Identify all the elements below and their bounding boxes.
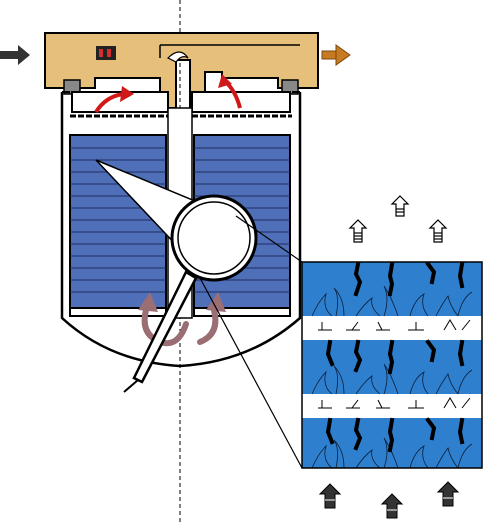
filter-element-left	[69, 134, 167, 311]
magnifier-icon	[123, 194, 258, 393]
flow-arrowhead-left	[120, 86, 134, 102]
inflow-up-arrow-icon	[380, 493, 404, 519]
inlet-arrow-icon	[0, 45, 30, 65]
filter-bowl	[60, 92, 302, 368]
outlet-arrow-icon	[321, 44, 351, 66]
flow-up-arrow-icon	[348, 219, 368, 243]
media-panel-border	[301, 261, 483, 469]
check-flap-icon	[166, 51, 189, 63]
flow-up-arrow-icon	[390, 195, 410, 217]
bottom-cap-right	[193, 307, 291, 317]
inflow-up-arrow-icon	[436, 481, 460, 507]
valve-block	[96, 46, 116, 60]
projection-line-bottom	[199, 277, 303, 469]
media-detail-panel	[302, 262, 482, 468]
inflow-up-arrow-icon	[318, 483, 342, 509]
flow-arrowhead-right	[218, 74, 232, 88]
projection-line-top	[235, 215, 303, 263]
flow-up-arrow-icon	[428, 219, 448, 243]
